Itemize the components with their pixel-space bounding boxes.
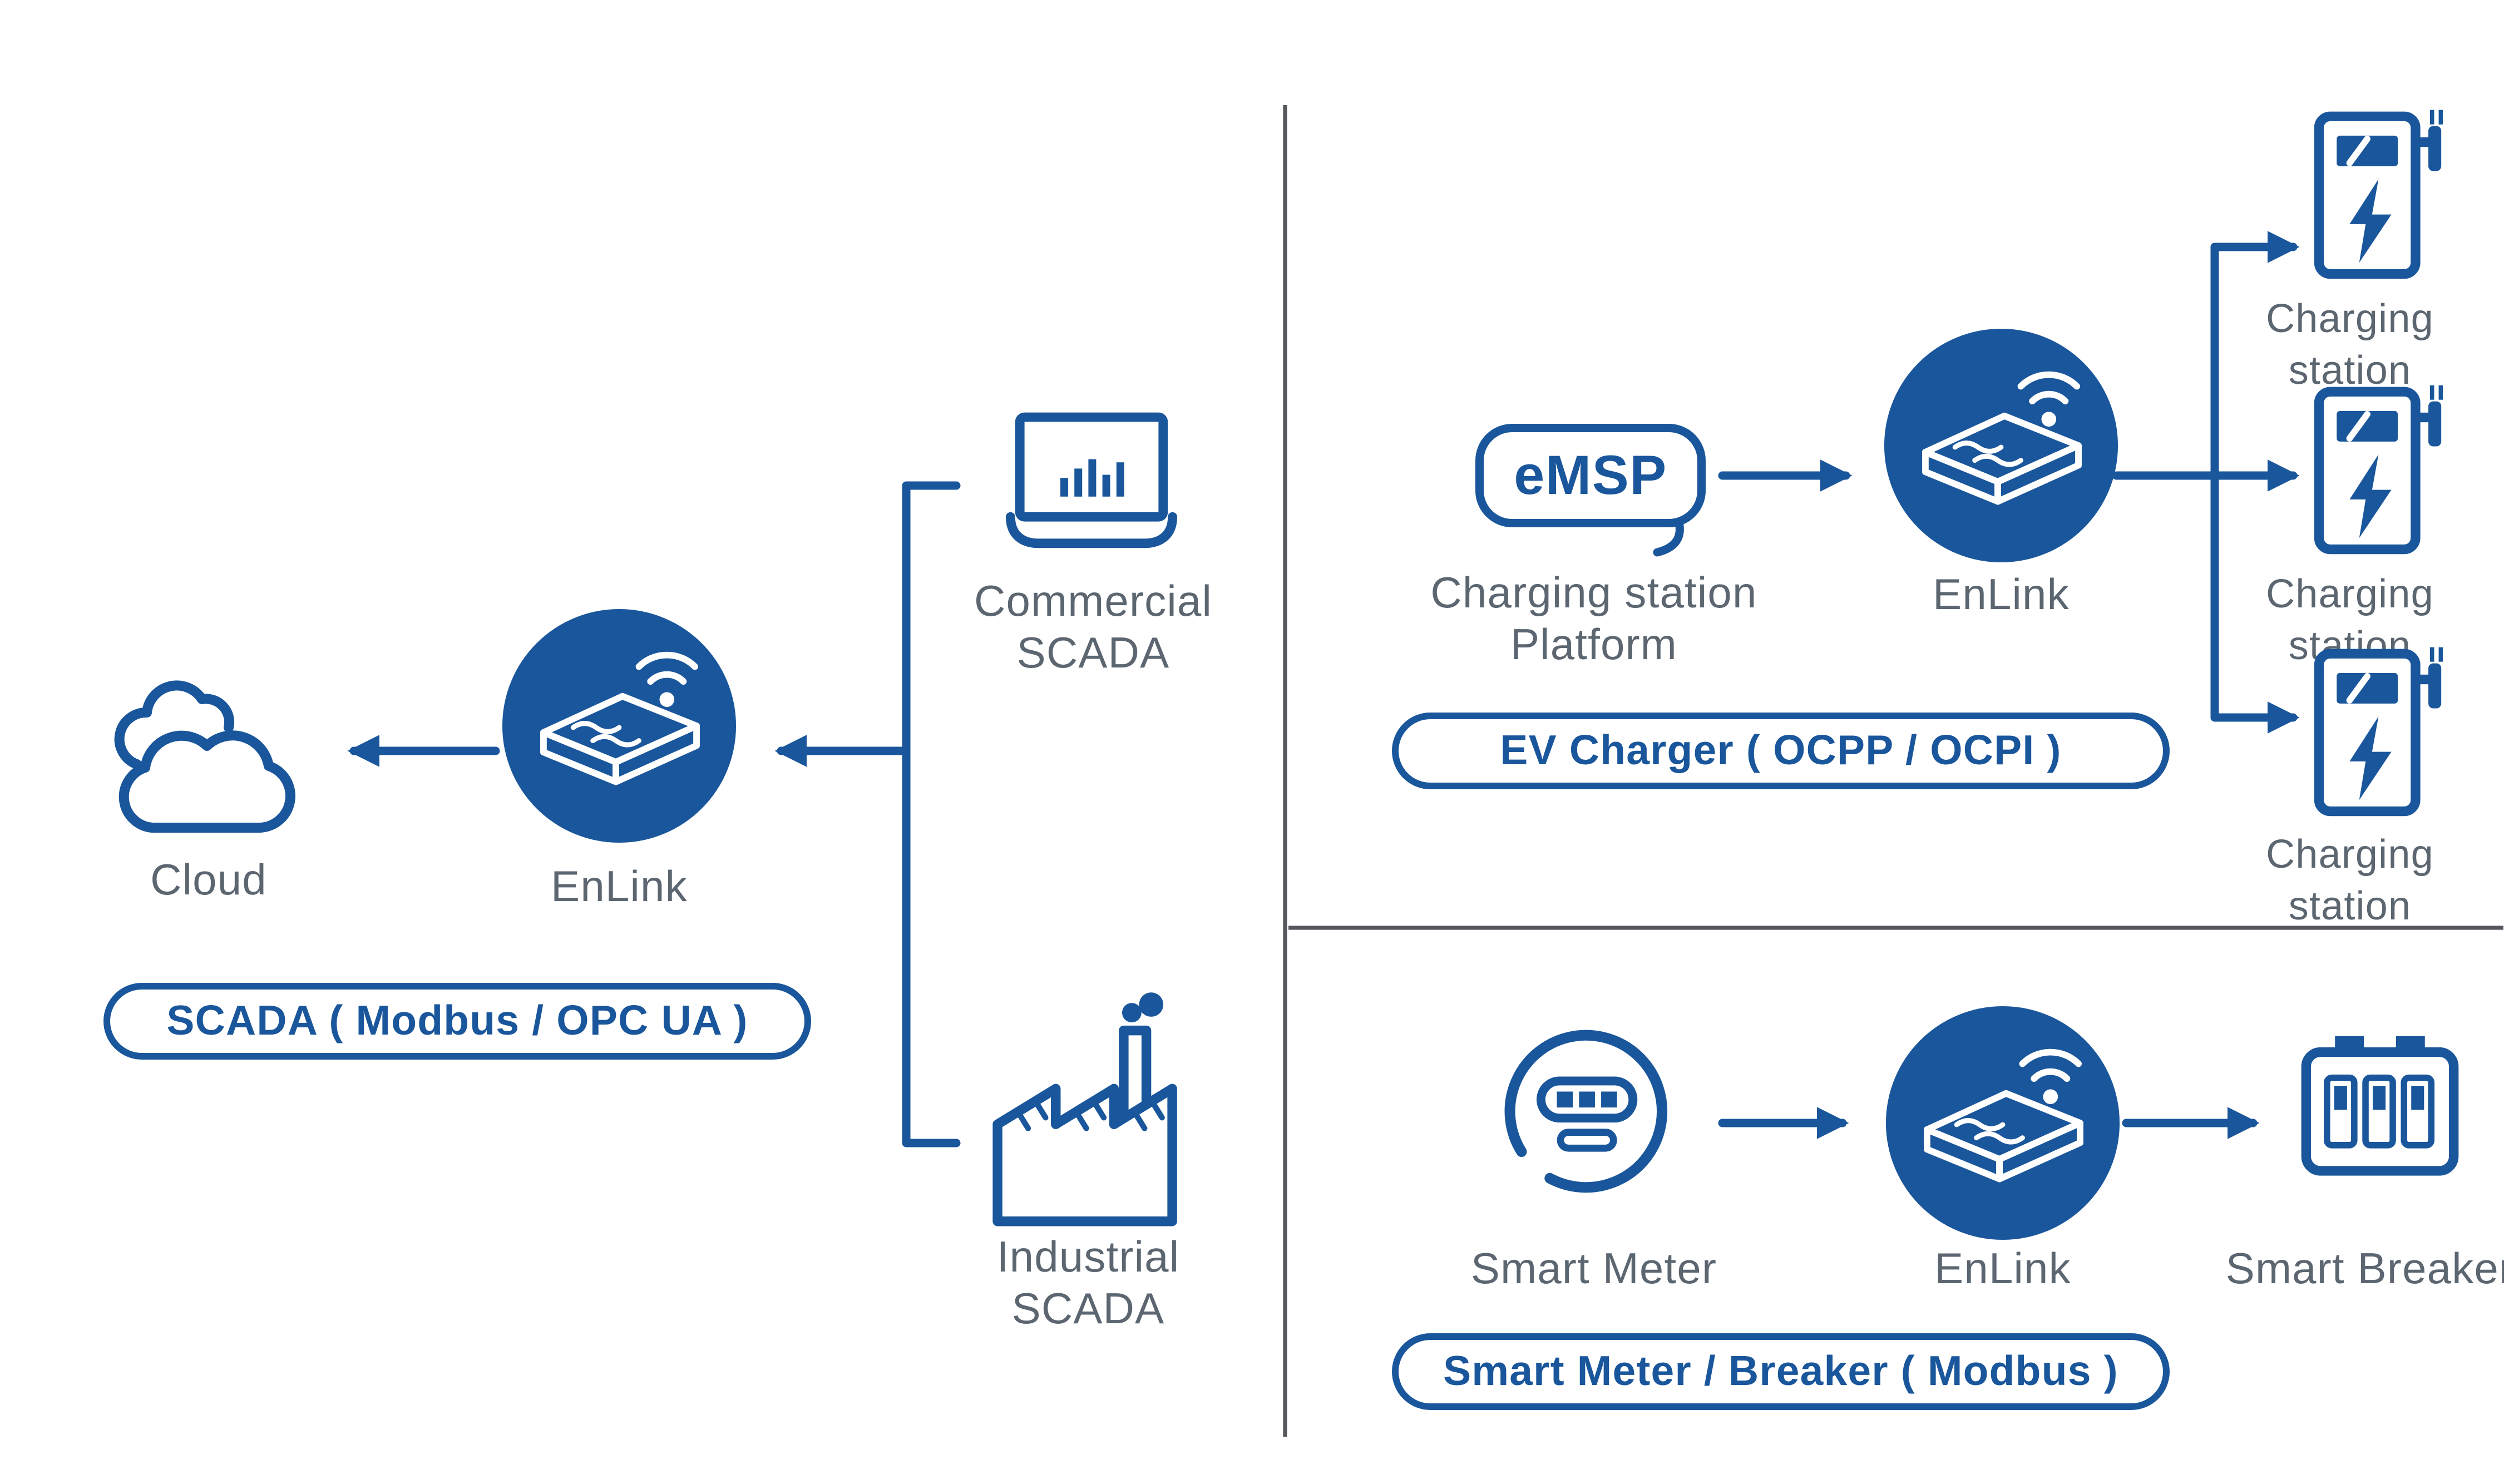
gateway-box (540, 692, 700, 785)
factory-icon (992, 992, 1177, 1226)
ev-charging-station-icon (2314, 647, 2443, 817)
wifi-icon (635, 651, 699, 707)
scada-protocol-pill: SCADA ( Modbus / OPC UA ) (103, 983, 811, 1060)
enlink-label: EnLink (551, 861, 688, 911)
charging-platform-label-line2: Platform (1510, 619, 1677, 669)
ev-charging-station-icon (2314, 385, 2443, 555)
wifi-icon (2017, 371, 2080, 427)
smart-breaker-icon (2301, 1036, 2459, 1176)
wifi-icon (2019, 1048, 2082, 1104)
charging-platform-label: Charging station Platform (1385, 567, 1802, 671)
industrial-scada-label: Industrial SCADA (938, 1231, 1238, 1335)
laptop-analytics-icon (1006, 412, 1177, 548)
ev-charger-protocol-pill: EV Charger ( OCPP / OCPI ) (1392, 713, 2170, 789)
commercial-scada-label-line1: Commercial (974, 576, 1213, 626)
charging-platform-label-line1: Charging station (1430, 567, 1757, 617)
breaker-switches (2324, 1074, 2435, 1149)
charging-station-label: Charging station (2266, 297, 2434, 394)
emsp-bubble-tail (1653, 518, 1684, 557)
enlink-label: EnLink (1934, 1243, 2071, 1293)
ev-charging-station-icon (2314, 110, 2443, 279)
charging-station-label: Charging station (2266, 572, 2434, 669)
cloud-icon (114, 680, 295, 833)
enlink-gateway-icon (502, 609, 737, 843)
industrial-scada-label-line2: SCADA (1011, 1283, 1165, 1333)
scada-bracket (902, 481, 961, 1147)
enlink-gateway-icon (1884, 328, 2118, 563)
smart-meter-label: Smart Meter (1470, 1243, 1717, 1293)
industrial-scada-label-line1: Industrial (996, 1231, 1180, 1282)
enlink-label: EnLink (1933, 569, 2070, 619)
emsp-speech-bubble: eMSP (1475, 424, 1706, 527)
bar-chart-glyph (1060, 459, 1124, 497)
smart-breaker-label: Smart Breaker (2225, 1243, 2504, 1293)
roof-panel-hatching (1015, 1098, 1165, 1131)
gateway-box (1924, 1090, 2083, 1183)
commercial-scada-label: Commercial SCADA (943, 576, 1243, 679)
smart-meter-icon (1504, 1030, 1668, 1193)
charging-station-label: Charging station (2266, 833, 2434, 929)
smart-meter-protocol-pill: Smart Meter / Breaker ( Modbus ) (1392, 1333, 2170, 1410)
gateway-box (1922, 412, 2082, 505)
cloud-label: Cloud (150, 854, 267, 904)
commercial-scada-label-line2: SCADA (1016, 627, 1170, 677)
enlink-gateway-icon (1885, 1006, 2120, 1240)
